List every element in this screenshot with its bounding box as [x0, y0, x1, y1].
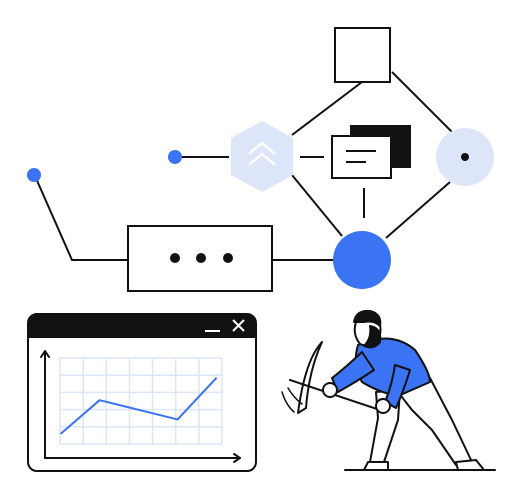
connector-line [291, 174, 343, 237]
worker-arm [331, 351, 375, 393]
hub-circle-node [333, 231, 391, 289]
worker-figure [289, 309, 496, 471]
message-cards-icon [331, 125, 411, 179]
endpoint-dot [27, 168, 41, 182]
connector-line [34, 175, 128, 261]
x-axis-arrowhead [233, 453, 241, 463]
worker-shoe [363, 461, 389, 471]
worker-hand [322, 382, 338, 398]
worker-beard [363, 325, 382, 349]
hexagon-node [231, 121, 293, 192]
chart-plot-area [40, 350, 241, 463]
chart-window [27, 313, 257, 472]
chart-series [59, 377, 218, 435]
close-icon[interactable] [232, 319, 245, 332]
worker-shoe [455, 459, 485, 471]
ellipsis-box-node [127, 225, 273, 292]
worker-arm [384, 364, 411, 409]
window-titlebar [28, 314, 256, 338]
worker-hand [375, 398, 391, 414]
y-axis-arrowhead [40, 350, 50, 358]
worker-hair [353, 309, 382, 327]
target-circle-node [436, 128, 494, 186]
chart-axes [40, 350, 241, 463]
connector-line [291, 81, 363, 136]
motion-lines [281, 387, 303, 413]
ellipsis-icon [170, 253, 233, 263]
network-diagram [34, 71, 456, 261]
chart-grid [59, 357, 223, 445]
connector-line [391, 71, 456, 136]
endpoint-dot [168, 150, 182, 164]
connector-line [385, 181, 451, 239]
chevron-up-icon [248, 141, 276, 166]
pickaxe-head [297, 341, 323, 414]
square-node [334, 27, 391, 83]
